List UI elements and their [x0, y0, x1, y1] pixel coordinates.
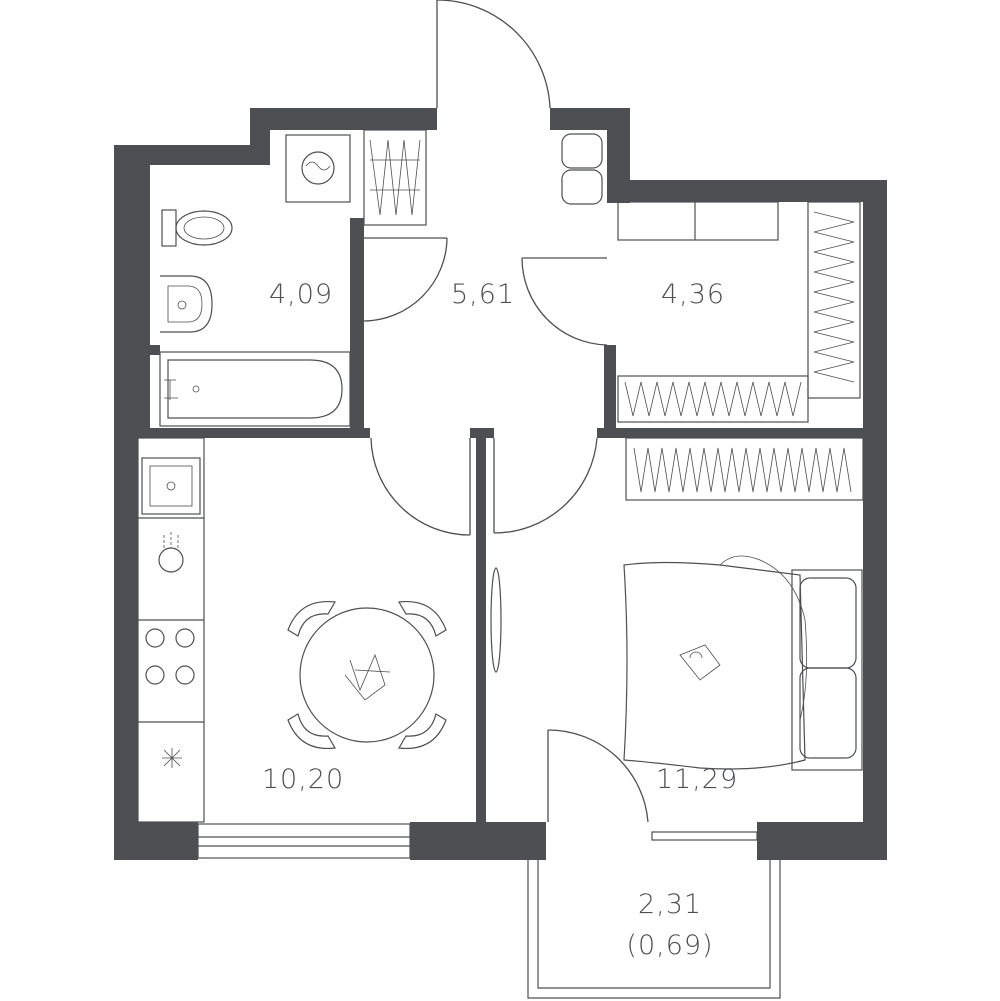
bed-icon — [623, 555, 863, 771]
walls — [114, 108, 887, 860]
windows — [197, 823, 758, 859]
washing-machine-icon — [285, 134, 351, 203]
dishwasher-icon — [158, 532, 184, 573]
wall-kitchen-bedroom — [476, 438, 486, 830]
dining-table-icon — [287, 600, 447, 750]
wall-storage-left-upper — [607, 108, 630, 203]
bedroom-door — [493, 437, 598, 534]
wall-bath-bottom — [138, 428, 370, 438]
bedroom-window — [651, 831, 758, 841]
storage-area-label: 4,36 — [660, 279, 726, 310]
balcony-reduced-area-label: (0,69) — [626, 930, 714, 961]
wall-storage-bottom — [597, 428, 863, 438]
entrance-door — [436, 0, 551, 109]
storage-shelves-icon — [617, 201, 861, 423]
hallway-wardrobe-icon — [363, 129, 427, 226]
balcony-door — [547, 729, 649, 823]
storage-door — [521, 257, 608, 346]
balcony-outline — [527, 860, 781, 999]
wall-bottom-mid — [410, 822, 546, 860]
kitchen-sink-icon — [141, 457, 201, 515]
wall-storage-left-lower — [604, 345, 616, 438]
kitchen-area-label: 10,20 — [261, 764, 345, 795]
wall-top-laundry — [250, 108, 437, 130]
bedroom-area-label: 11,29 — [655, 764, 739, 795]
wall-bath-divider — [138, 345, 160, 355]
wall-top-storage — [607, 180, 887, 202]
kitchen-door — [370, 437, 471, 536]
wall-bottom-right — [757, 822, 887, 860]
wall-bath-right-lower — [350, 321, 364, 431]
sink-icon — [160, 275, 213, 333]
shoe-bench-icon — [561, 133, 603, 205]
mirror-icon — [490, 567, 502, 673]
hallway-area-label: 5,61 — [450, 279, 516, 310]
wall-bottom-left — [114, 822, 198, 860]
wall-hall-mid-stub — [470, 428, 494, 438]
wall-bath-left-inner — [138, 165, 150, 430]
stove-icon — [145, 628, 195, 685]
chair-icon — [287, 600, 447, 750]
wall-left — [114, 145, 138, 860]
fridge-icon — [162, 748, 182, 768]
wall-top-bath — [114, 145, 254, 165]
balcony-area-label: 2,31 — [637, 889, 703, 920]
kitchen-counter-icon — [137, 437, 205, 823]
kitchen-window — [197, 823, 411, 859]
bathroom-door — [363, 237, 448, 322]
bathtub-icon — [159, 351, 351, 427]
doors — [363, 0, 649, 823]
wall-bath-right — [350, 218, 364, 321]
bedroom-wardrobe-icon — [625, 437, 864, 501]
bathroom-area-label: 4,09 — [268, 279, 334, 310]
wall-right — [863, 180, 887, 860]
toilet-icon — [161, 209, 233, 247]
